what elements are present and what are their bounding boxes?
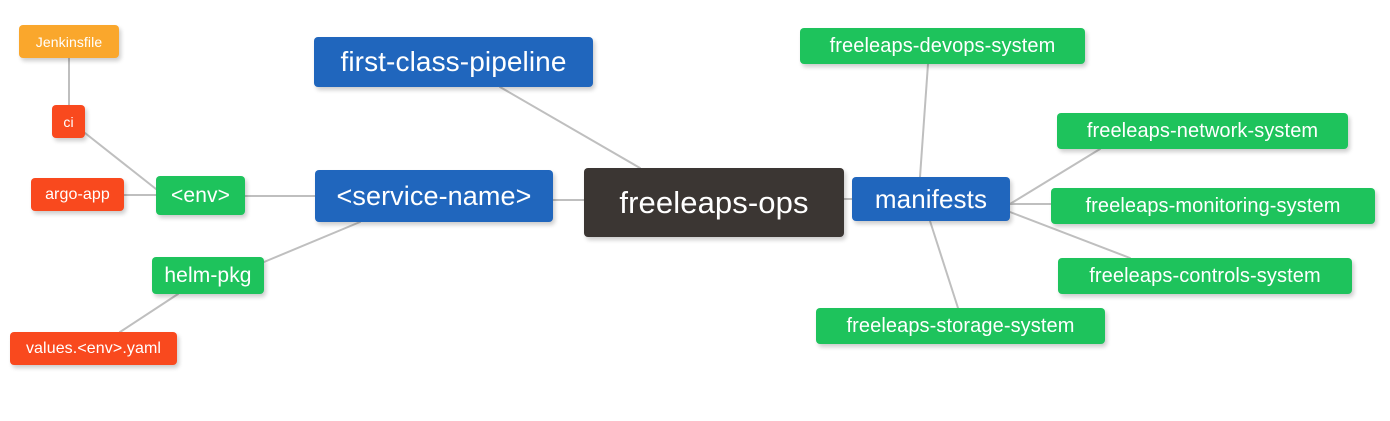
node-label-freeleaps-network-system: freeleaps-network-system: [1086, 120, 1319, 142]
node-label-manifests: manifests: [874, 184, 988, 214]
node-service-name[interactable]: <service-name>: [315, 170, 553, 222]
node-label-helm-pkg: helm-pkg: [164, 264, 252, 287]
node-helm-pkg[interactable]: helm-pkg: [152, 257, 264, 294]
node-freeleaps-ops[interactable]: freeleaps-ops: [584, 168, 844, 237]
node-label-freeleaps-monitoring-system: freeleaps-monitoring-system: [1085, 195, 1341, 217]
node-freeleaps-network-system[interactable]: freeleaps-network-system: [1057, 113, 1348, 149]
node-first-class-pipeline[interactable]: first-class-pipeline: [314, 37, 593, 87]
node-label-freeleaps-storage-system: freeleaps-storage-system: [846, 315, 1075, 337]
edge-manifests-to-freeleaps-devops-system: [919, 63, 929, 178]
node-ci[interactable]: ci: [52, 105, 85, 138]
node-label-argo-app: argo-app: [45, 185, 110, 203]
node-freeleaps-devops-system[interactable]: freeleaps-devops-system: [800, 28, 1085, 64]
edge-first-class-pipeline-to-freeleaps-ops: [499, 86, 641, 169]
node-label-jenkinsfile: Jenkinsfile: [35, 33, 103, 50]
node-label-ci: ci: [63, 113, 74, 130]
node-label-service-name: <service-name>: [336, 180, 532, 211]
node-jenkinsfile[interactable]: Jenkinsfile: [19, 25, 119, 58]
node-env[interactable]: <env>: [156, 176, 245, 215]
node-freeleaps-storage-system[interactable]: freeleaps-storage-system: [816, 308, 1105, 344]
node-values-yaml[interactable]: values.<env>.yaml: [10, 332, 177, 365]
node-argo-app[interactable]: argo-app: [31, 178, 124, 211]
node-freeleaps-controls-system[interactable]: freeleaps-controls-system: [1058, 258, 1352, 294]
node-label-freeleaps-controls-system: freeleaps-controls-system: [1089, 265, 1321, 287]
node-manifests[interactable]: manifests: [852, 177, 1010, 221]
edge-helm-pkg-to-values-yaml: [119, 293, 179, 333]
node-label-values-yaml: values.<env>.yaml: [25, 339, 162, 357]
node-label-freeleaps-devops-system: freeleaps-devops-system: [829, 35, 1056, 57]
node-label-first-class-pipeline: first-class-pipeline: [340, 46, 567, 77]
edge-service-name-to-helm-pkg: [263, 221, 361, 263]
node-freeleaps-monitoring-system[interactable]: freeleaps-monitoring-system: [1051, 188, 1375, 224]
node-label-freeleaps-ops: freeleaps-ops: [619, 185, 809, 220]
edge-manifests-to-freeleaps-storage-system: [929, 220, 959, 309]
node-label-env: <env>: [171, 184, 230, 207]
